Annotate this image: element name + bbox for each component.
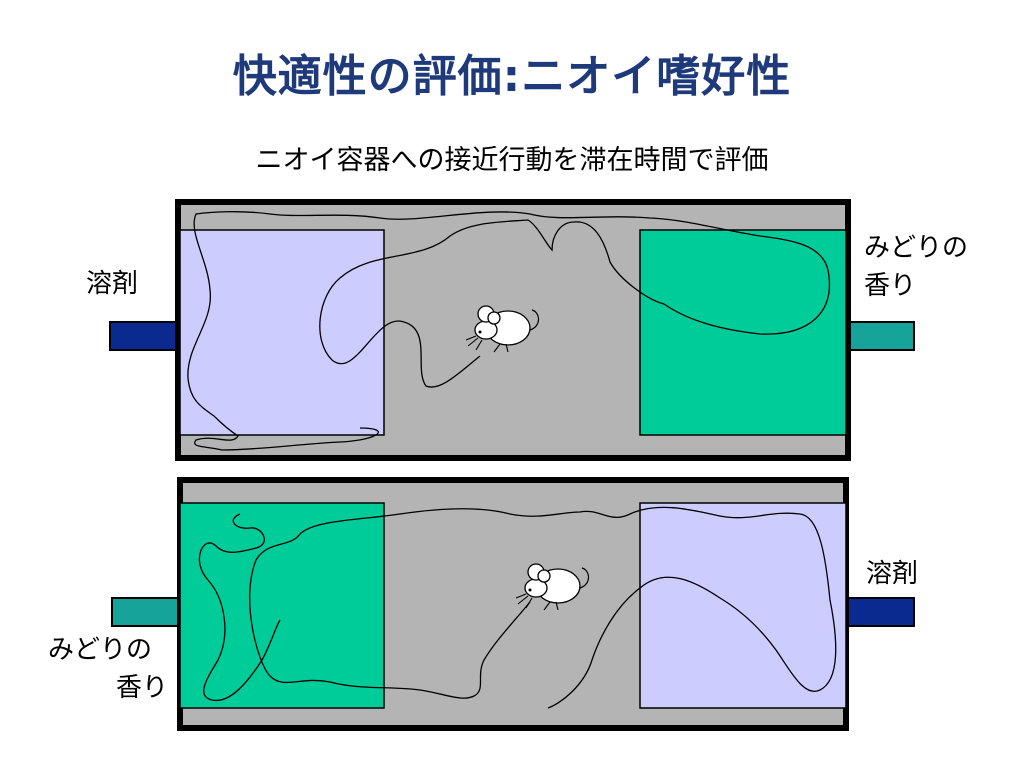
bottom-green-zone — [179, 502, 385, 709]
bottom-right-label: 溶剤 — [866, 559, 919, 589]
mouse-icon — [465, 305, 540, 353]
top-chamber — [109, 199, 915, 461]
top-solvent-zone — [179, 229, 385, 436]
bottom-chamber — [111, 477, 915, 731]
top-right-tube — [845, 321, 915, 351]
top-green-zone — [639, 229, 847, 436]
bottom-left-label-line2: 香り — [116, 673, 169, 703]
top-left-tube — [109, 321, 181, 351]
slide-title: 快適性の評価:ニオイ嗜好性 — [232, 51, 792, 102]
bottom-left-tube — [111, 597, 181, 627]
bottom-solvent-zone — [639, 502, 847, 709]
mouse-icon — [515, 563, 590, 611]
top-right-label-line1: みどりの — [864, 233, 969, 263]
bottom-right-tube — [845, 597, 915, 627]
bottom-left-label-line1: みどりの — [48, 635, 153, 665]
slide-subtitle: ニオイ容器への接近行動を滞在時間で評価 — [255, 145, 769, 176]
top-left-label: 溶剤 — [86, 269, 139, 299]
top-right-label-line2: 香り — [864, 271, 917, 301]
top-trajectory — [187, 211, 830, 451]
bottom-trajectory — [198, 506, 837, 709]
